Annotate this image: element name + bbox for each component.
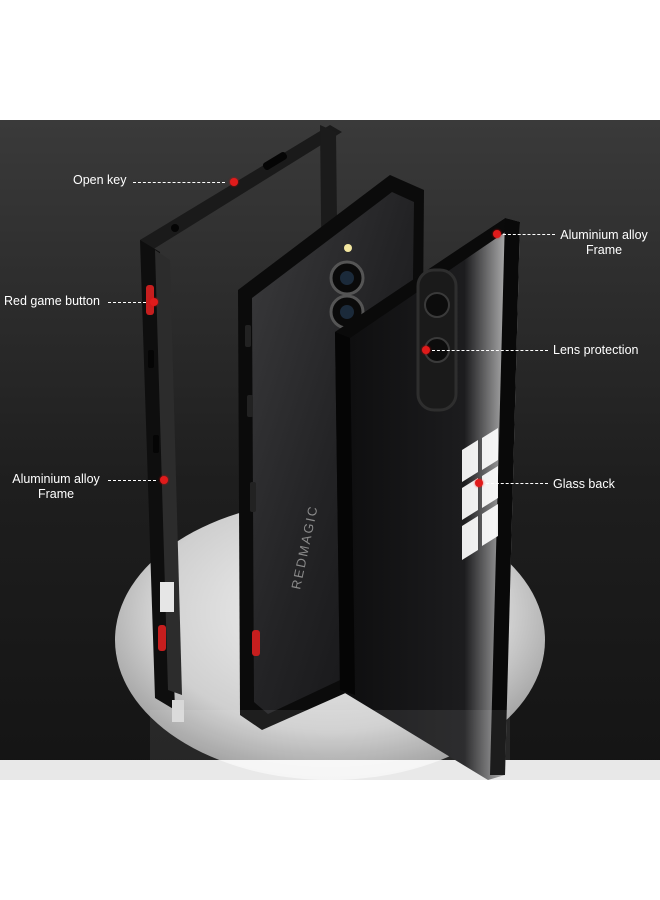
- right-glass-back: [335, 218, 520, 780]
- leader-aluminium-left: [108, 480, 156, 481]
- glass-reflection: [462, 428, 498, 560]
- marker-aluminium-right: [493, 230, 501, 238]
- product-photo: REDMAGIC: [0, 120, 660, 780]
- callout-open-key: Open key: [73, 173, 127, 187]
- callout-glass-back: Glass back: [553, 477, 615, 491]
- leader-red-game-button: [108, 302, 146, 303]
- marker-aluminium-left: [160, 476, 168, 484]
- marker-red-game-button: [150, 298, 158, 306]
- callout-aluminium-left-line1: Aluminium alloy: [12, 472, 100, 486]
- phone-case-illustration: REDMAGIC: [0, 120, 660, 780]
- callout-red-game-button: Red game button: [4, 294, 100, 308]
- marker-open-key: [230, 178, 238, 186]
- leader-lens-protection: [432, 350, 548, 351]
- left-bumper-frame: [140, 125, 342, 722]
- callout-lens-protection: Lens protection: [553, 343, 639, 357]
- callout-aluminium-right-line2: Frame: [585, 243, 623, 257]
- leader-open-key: [133, 182, 225, 183]
- marker-glass-back: [475, 479, 483, 487]
- marker-lens-protection: [422, 346, 430, 354]
- leader-aluminium-right: [503, 234, 555, 235]
- callout-aluminium-right-line1: Aluminium alloy: [560, 228, 648, 242]
- callout-aluminium-right: Aluminium alloy Frame: [556, 228, 652, 258]
- leader-glass-back: [486, 483, 548, 484]
- callout-aluminium-left-line2: Frame: [37, 487, 75, 501]
- callout-aluminium-left: Aluminium alloy Frame: [8, 472, 104, 502]
